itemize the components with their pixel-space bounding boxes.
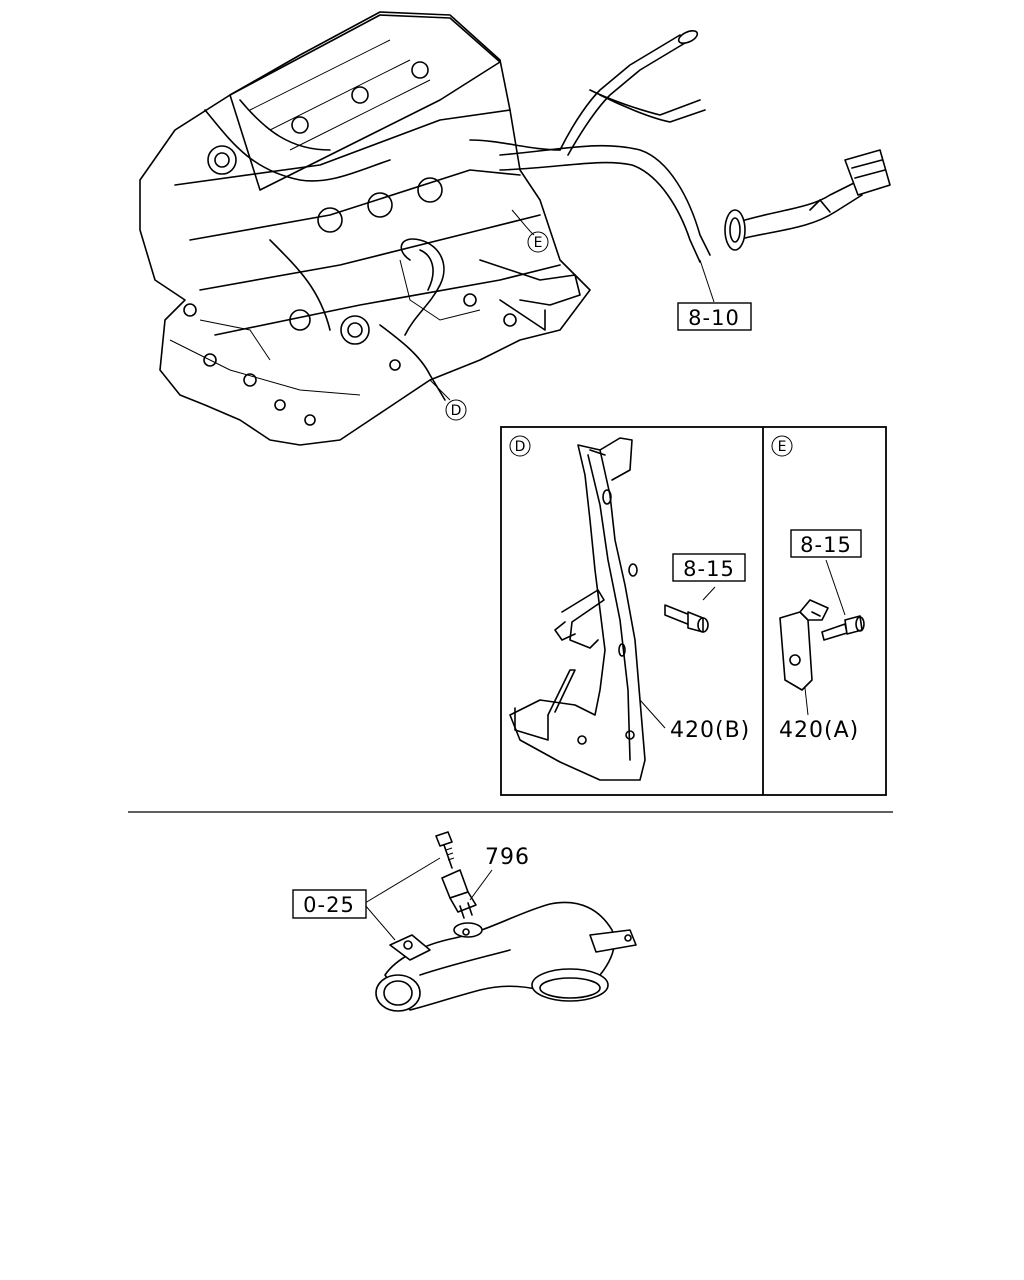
svg-text:8-10: 8-10 xyxy=(688,306,740,330)
svg-text:0-25: 0-25 xyxy=(303,893,355,917)
ref-box-bolt-d[interactable]: 8-15 xyxy=(672,553,746,582)
svg-text:D: D xyxy=(451,403,462,419)
svg-text:E: E xyxy=(778,439,787,455)
callout-e-main: E xyxy=(511,209,549,253)
detail-d: D 8-15 420(B) xyxy=(509,435,750,781)
svg-text:8-15: 8-15 xyxy=(683,557,735,581)
ref-box-bolt-e[interactable]: 8-15 xyxy=(790,529,862,558)
detail-e: E 8-15 420(A) xyxy=(771,435,865,743)
ref-box-harness[interactable]: 8-10 xyxy=(677,302,752,331)
svg-text:8-15: 8-15 xyxy=(800,533,852,557)
svg-text:D: D xyxy=(515,439,526,455)
ref-box-screw[interactable]: 0-25 xyxy=(292,889,367,919)
label-420a: 420(A) xyxy=(779,718,859,743)
callout-d-main: D xyxy=(429,379,467,421)
label-796: 796 xyxy=(485,845,530,870)
water-outlet-pipe-drawing: 0-25 796 xyxy=(292,831,637,1012)
label-420b: 420(B) xyxy=(670,718,750,743)
engine-assembly-drawing xyxy=(139,11,591,446)
wiring-harness-drawing xyxy=(469,30,891,303)
svg-text:E: E xyxy=(534,235,543,251)
detail-panel xyxy=(500,426,887,796)
